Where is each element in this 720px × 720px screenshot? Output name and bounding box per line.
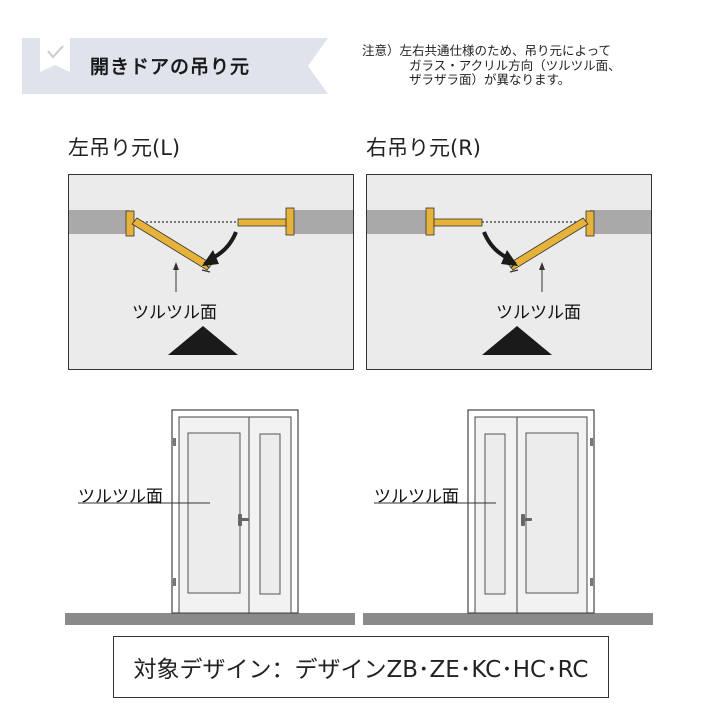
- right-elevation-smooth-label: ツルツル面: [374, 487, 459, 507]
- section-title: 開きドアの吊り元: [90, 56, 251, 78]
- left-door-elevation: [65, 409, 355, 625]
- left-elevation-smooth-label: ツルツル面: [78, 487, 163, 507]
- swing-arrow-icon: [202, 231, 238, 266]
- note-line-3: ザラザラ面）が異なります。: [409, 72, 571, 87]
- target-design-caption: 対象デザイン：デザインZB･ZE･KC･HC･RC: [133, 657, 589, 683]
- title-banner: [22, 38, 328, 94]
- frame-right: [285, 207, 295, 236]
- hinge: [173, 438, 176, 446]
- left-plan-smooth-label: ツルツル面: [132, 303, 217, 323]
- viewing-direction-triangle-icon: [168, 326, 238, 355]
- note-line-2: ガラス・アクリル方向（ツルツル面、: [409, 57, 621, 73]
- hinge: [173, 578, 176, 586]
- right-plan-smooth-label: ツルツル面: [496, 303, 581, 323]
- left-plan-diagram: [69, 207, 353, 355]
- target-design-box: 対象デザイン：デザインZB･ZE･KC･HC･RC: [113, 636, 609, 698]
- swing-leaf: [131, 217, 213, 271]
- door-handle-icon: [238, 514, 249, 526]
- wall-left: [69, 210, 129, 234]
- wall-right: [590, 210, 651, 234]
- main-glass: [525, 432, 579, 594]
- hinge: [590, 578, 593, 586]
- viewing-direction-triangle-icon: [482, 326, 552, 355]
- swing-arrow-icon: [482, 231, 518, 266]
- right-door-elevation: [363, 409, 653, 625]
- side-glass: [259, 433, 281, 595]
- fixed-leaf: [433, 218, 483, 227]
- floor: [65, 613, 355, 625]
- wall-left: [367, 210, 427, 234]
- check-icon: [47, 45, 64, 59]
- hinge: [590, 438, 593, 446]
- note-text: 注意）左右共通仕様のため、吊り元によって ガラス・アクリル方向（ツルツル面、 ザ…: [362, 43, 621, 88]
- main-glass: [187, 432, 241, 594]
- left-hinge-title: 左吊り元(L): [68, 136, 181, 160]
- floor: [363, 613, 653, 625]
- note-line-1: 注意）左右共通仕様のため、吊り元によって: [362, 43, 612, 58]
- swing-leaf: [507, 217, 589, 271]
- fixed-leaf: [237, 218, 287, 227]
- right-hinge-title: 右吊り元(R): [366, 136, 481, 160]
- right-plan-diagram: [367, 207, 651, 355]
- side-glass: [484, 433, 506, 595]
- frame-left: [425, 207, 435, 236]
- door-handle-icon: [521, 514, 532, 526]
- wall-right: [292, 210, 353, 234]
